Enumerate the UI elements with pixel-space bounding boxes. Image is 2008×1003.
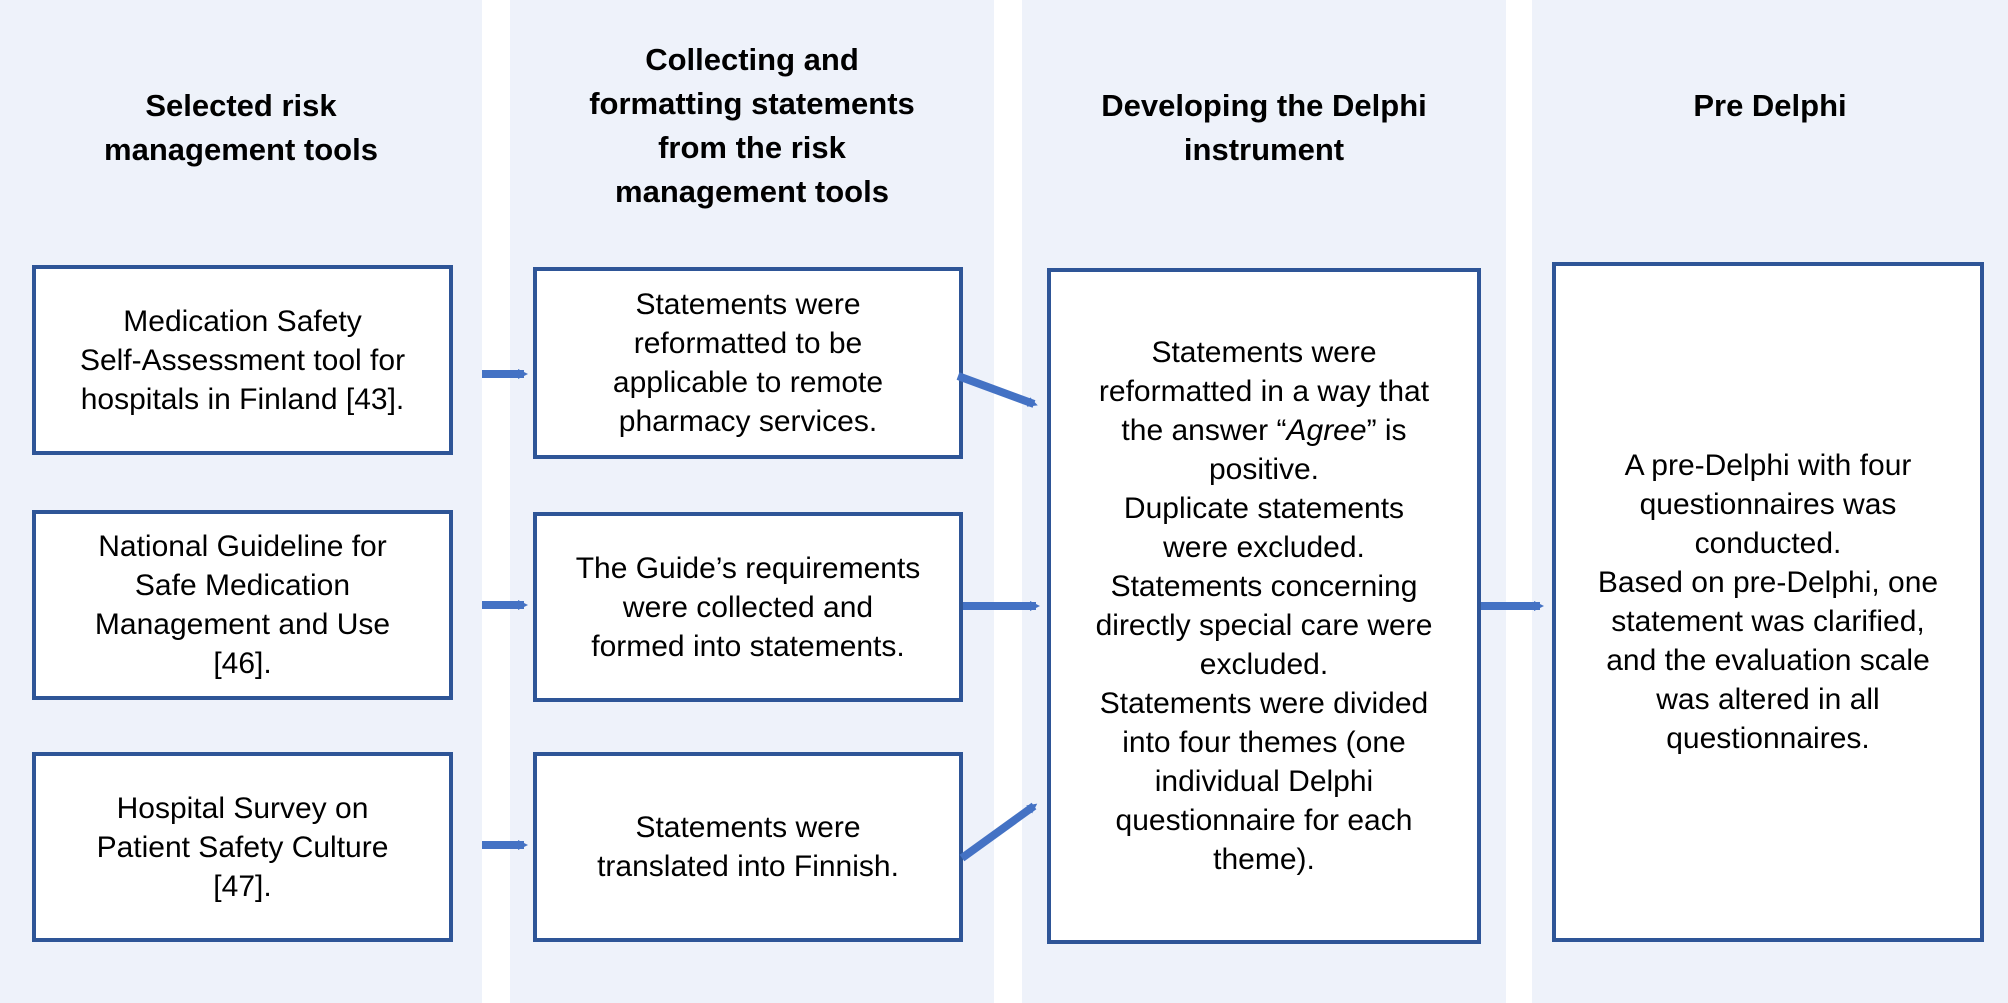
step-box-translated-text: Statements were translated into Finnish. — [597, 811, 899, 883]
tool-box-medication-safety: Medication Safety Self-Assessment tool f… — [32, 265, 453, 455]
arrow-step1-to-instrument — [956, 372, 1038, 408]
tool-box-medication-safety-text: Medication Safety Self-Assessment tool f… — [79, 304, 406, 416]
instrument-rest: positive. Duplicate statements were excl… — [1095, 453, 1433, 876]
step-box-guide-requirements: The Guide’s requirements were collected … — [533, 512, 963, 702]
tool-box-hospital-survey-text: Hospital Survey on Patient Safety Cultur… — [96, 791, 389, 903]
step-box-reformatted-text: Statements were reformatted to be applic… — [612, 288, 884, 438]
step-box-guide-requirements-text: The Guide’s requirements were collected … — [575, 551, 921, 663]
tool-box-national-guideline: National Guideline for Safe Medication M… — [32, 510, 453, 700]
column-title-pre-delphi: Pre Delphi — [1693, 88, 1847, 123]
column-title-selected-tools: Selected risk management tools — [104, 88, 378, 167]
pre-delphi-box-text: A pre-Delphi with four questionnaires wa… — [1597, 449, 1939, 755]
instrument-line3-pre: the answer “ — [1121, 414, 1287, 447]
step-box-reformatted: Statements were reformatted to be applic… — [533, 267, 963, 459]
instrument-line2: reformatted in a way that — [1098, 375, 1430, 408]
arrow-step3-to-instrument — [959, 802, 1038, 862]
instrument-box-text: Statements were reformatted in a way tha… — [1096, 333, 1433, 879]
tool-box-hospital-survey: Hospital Survey on Patient Safety Cultur… — [32, 752, 453, 942]
tool-box-national-guideline-text: National Guideline for Safe Medication M… — [94, 530, 391, 680]
instrument-box: Statements were reformatted in a way tha… — [1047, 268, 1481, 944]
column-title-collecting-statements: Collecting and formatting statements fro… — [589, 42, 915, 209]
column-title-developing-instrument: Developing the Delphi instrument — [1101, 88, 1427, 167]
instrument-line1: Statements were — [1151, 336, 1377, 369]
instrument-agree-emphasis: Agree — [1286, 414, 1367, 447]
step-box-translated: Statements were translated into Finnish. — [533, 752, 963, 942]
pre-delphi-box: A pre-Delphi with four questionnaires wa… — [1552, 262, 1984, 942]
instrument-line3-post: ” is — [1366, 414, 1407, 447]
